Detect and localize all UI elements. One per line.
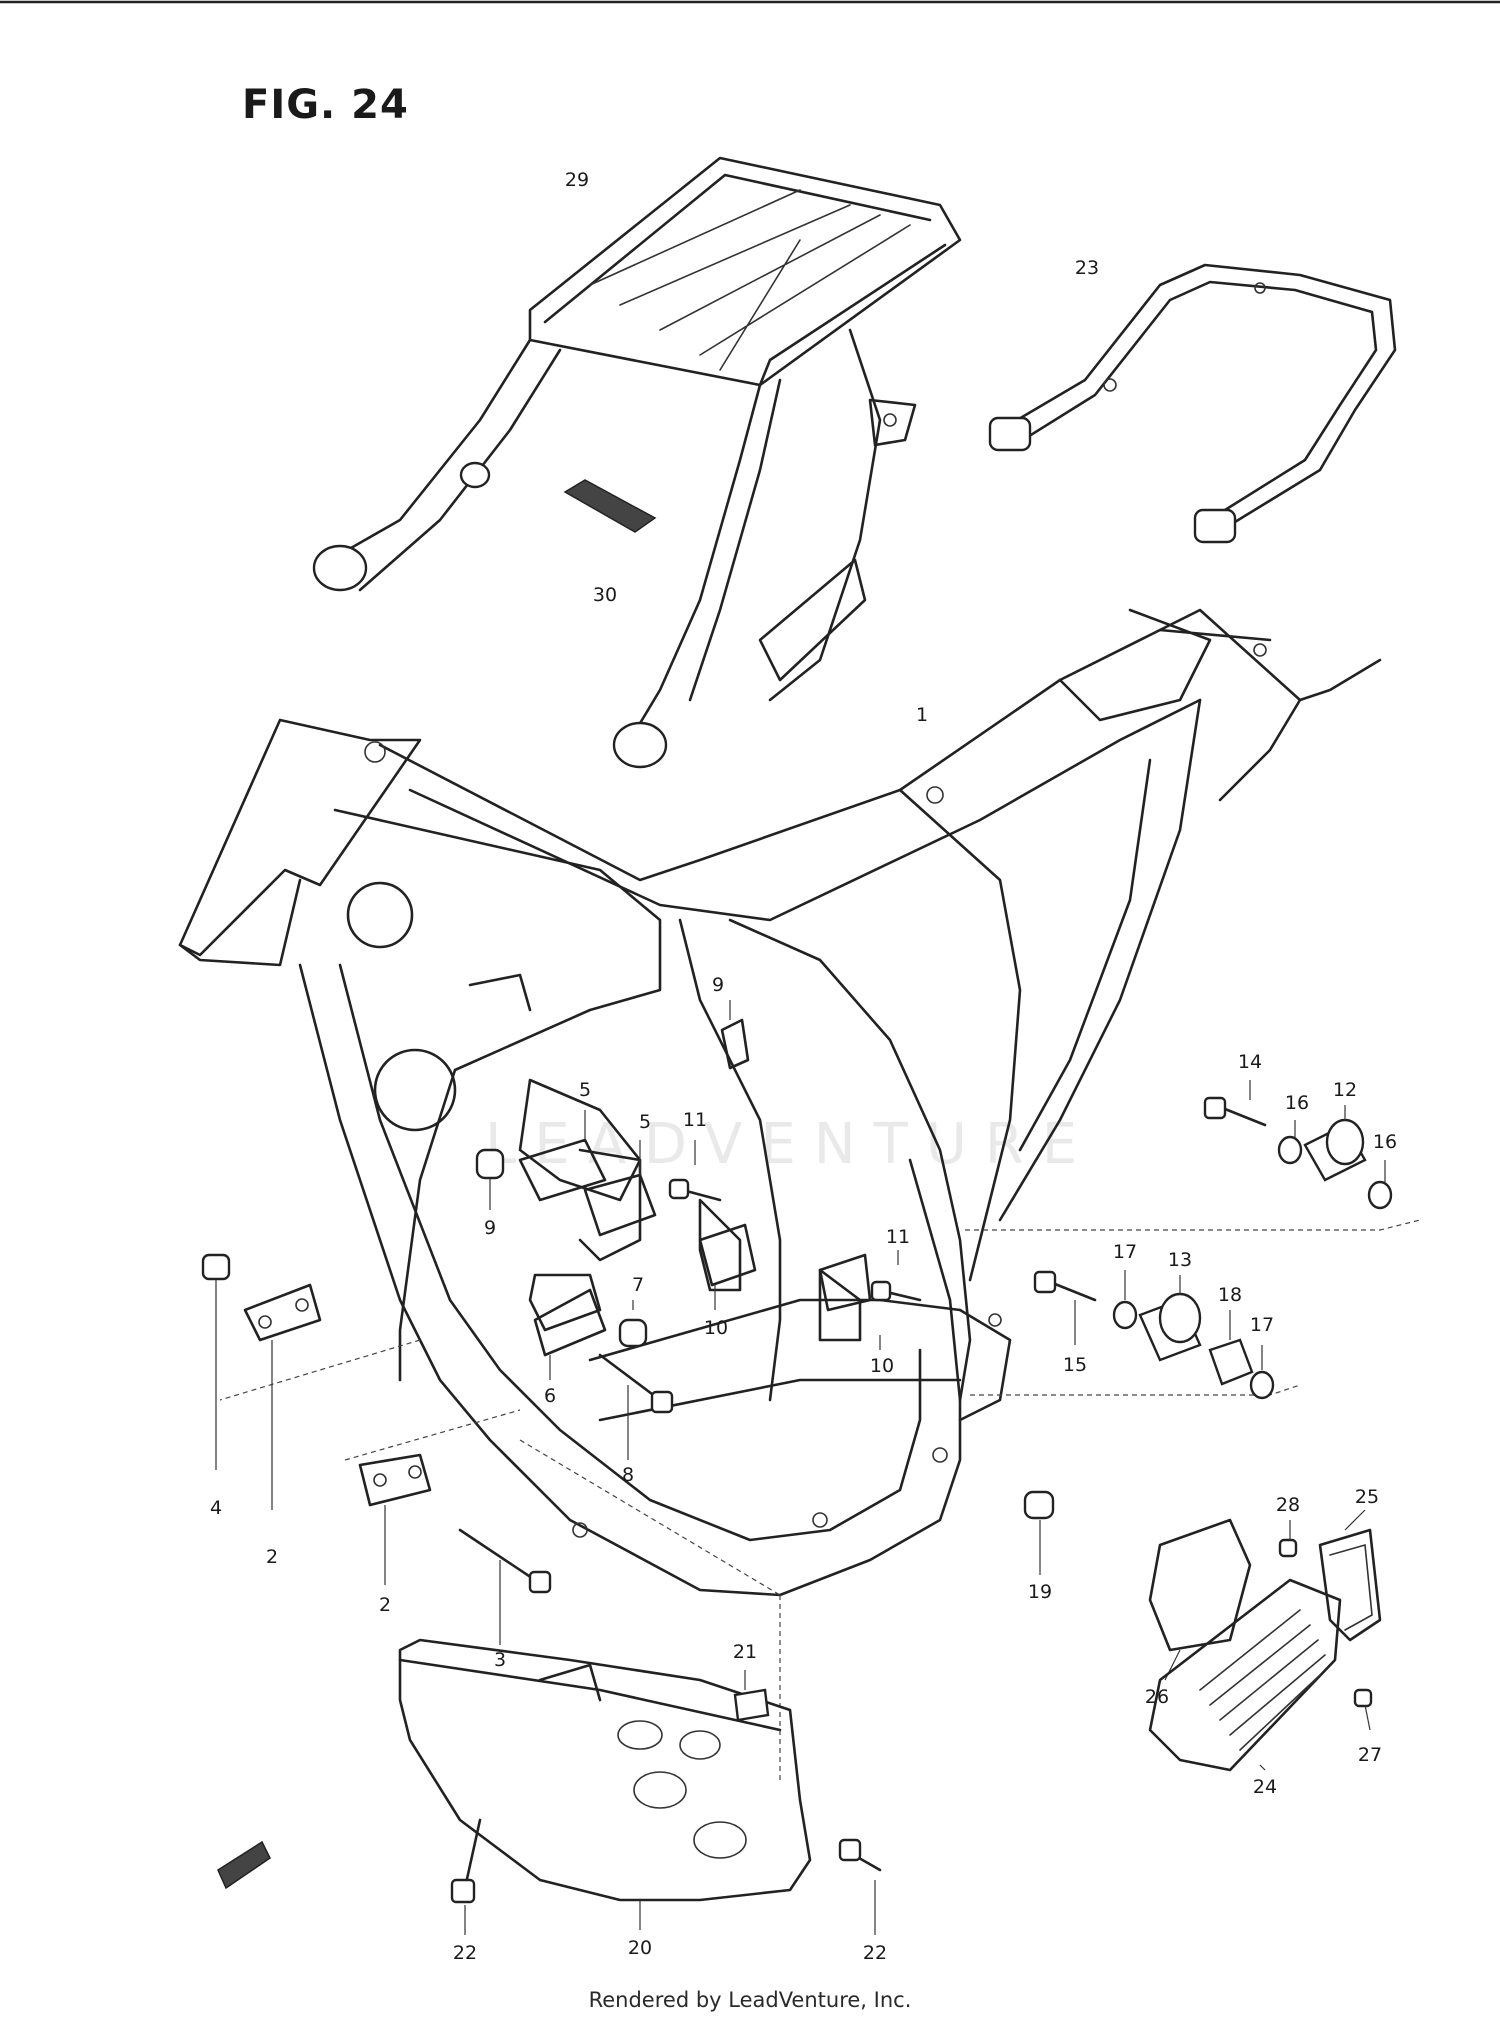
callout-25: 25: [1354, 1486, 1380, 1508]
bolt-11-right: [870, 1250, 922, 1302]
callout-14: 14: [1237, 1051, 1263, 1073]
callout-30: 30: [592, 584, 618, 606]
reflector-assembly: [1148, 1509, 1382, 1772]
callout-6: 6: [543, 1385, 557, 1407]
callout-7: 7: [631, 1274, 645, 1296]
callout-26: 26: [1144, 1686, 1170, 1708]
callout-1: 1: [915, 704, 929, 726]
callout-24: 24: [1252, 1776, 1278, 1798]
grab-bar: [988, 263, 1397, 544]
callout-18: 18: [1217, 1284, 1243, 1306]
figure-title: FIG. 24: [242, 82, 409, 128]
callout-16b: 16: [1372, 1131, 1398, 1153]
callout-22b: 22: [862, 1942, 888, 1964]
callout-20: 20: [627, 1937, 653, 1959]
label-plate: [563, 479, 657, 533]
nut-4: [201, 1253, 231, 1470]
callout-27: 27: [1357, 1744, 1383, 1766]
nut-7: [618, 1300, 648, 1348]
callout-17b: 17: [1249, 1314, 1275, 1336]
bolt-8: [598, 1353, 674, 1460]
callout-29: 29: [564, 169, 590, 191]
rear-carrier-rack: [312, 156, 962, 769]
skid-plate: [398, 1638, 812, 1930]
callout-16a: 16: [1284, 1092, 1310, 1114]
bracket-2-upper: [243, 1283, 322, 1510]
callout-10b: 10: [869, 1355, 895, 1377]
bracket-10-left: [698, 1223, 757, 1310]
callout-21: 21: [732, 1641, 758, 1663]
callout-9a: 9: [483, 1217, 497, 1239]
callout-28: 28: [1275, 1494, 1301, 1516]
callout-5b: 5: [638, 1111, 652, 1133]
footer-credit: Rendered by LeadVenture, Inc.: [588, 1988, 912, 2012]
bracket-6: [533, 1288, 607, 1380]
bolt-11-left: [668, 1140, 722, 1202]
callout-5a: 5: [578, 1079, 592, 1101]
nut-9-left: [475, 1148, 505, 1210]
engine-mount-upper: [1203, 1080, 1393, 1210]
bracket-2-lower: [358, 1453, 432, 1585]
engine-mount-lower: [1033, 1270, 1275, 1400]
callout-13: 13: [1167, 1249, 1193, 1271]
callout-2a: 2: [265, 1546, 279, 1568]
callout-11a: 11: [682, 1109, 708, 1131]
callout-17a: 17: [1112, 1241, 1138, 1263]
callout-19: 19: [1027, 1581, 1053, 1603]
bracket-5-left: [518, 1110, 607, 1202]
nut-19: [1023, 1490, 1055, 1575]
bolt-22-right: [838, 1838, 882, 1935]
front-arrow-icon: [217, 1840, 271, 1890]
clip-9-upper: [720, 1000, 750, 1070]
bolt-22-left: [450, 1818, 482, 1935]
main-frame: [178, 608, 1382, 1597]
bracket-10-right: [818, 1253, 881, 1350]
watermark-text: LEADVENTURE: [485, 1112, 1096, 1177]
callout-15: 15: [1062, 1354, 1088, 1376]
bracket-5-right: [583, 1140, 657, 1237]
callout-8: 8: [621, 1464, 635, 1486]
callout-23: 23: [1074, 257, 1100, 279]
callout-22a: 22: [452, 1942, 478, 1964]
callout-10a: 10: [703, 1317, 729, 1339]
callout-11b: 11: [885, 1226, 911, 1248]
callout-9b: 9: [711, 974, 725, 996]
callout-4: 4: [209, 1497, 223, 1519]
bolt-3: [458, 1528, 552, 1645]
rubber-21: [733, 1670, 770, 1722]
callout-12: 12: [1332, 1079, 1358, 1101]
callout-3: 3: [493, 1649, 507, 1671]
callout-2b: 2: [378, 1594, 392, 1616]
